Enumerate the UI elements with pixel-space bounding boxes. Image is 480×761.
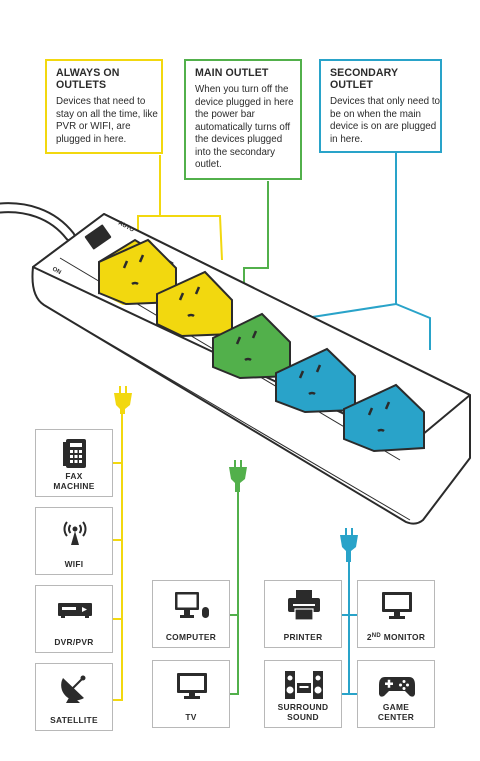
always-on-callout: ALWAYS ON OUTLETS Devices that need to s… (45, 59, 163, 154)
computer-box: COMPUTER (152, 580, 230, 648)
always-on-outlet-1 (98, 238, 177, 306)
power-bar-edge (43, 304, 411, 521)
dvr-pvr-box: DVR/PVR (35, 585, 113, 653)
tv-icon (171, 667, 213, 703)
satellite-box: SATELLITE (35, 663, 113, 731)
game-label-line2: CENTER (377, 712, 415, 722)
wifi-icon (54, 514, 96, 550)
secondary-title-line1: SECONDARY (330, 67, 399, 79)
blue-plug (340, 528, 358, 562)
fax-machine-box: FAX MACHINE (35, 429, 113, 497)
always-on-outlet-2 (156, 270, 233, 338)
game-label-line1: GAME (382, 702, 410, 712)
printer-box: PRINTER (264, 580, 342, 648)
printer-icon (283, 587, 325, 623)
fax-label-line1: FAX (65, 471, 83, 481)
fax-label-line2: MACHINE (53, 481, 95, 491)
monitor-label-superscript: ND (371, 633, 382, 639)
wifi-label: WIFI (64, 559, 84, 569)
secondary-outlet-callout: SECONDARY OUTLET Devices that only need … (319, 59, 442, 153)
speaker-system-icon (283, 667, 325, 703)
always-on-title-line1: ALWAYS ON (56, 67, 120, 79)
printer-label: PRINTER (283, 632, 323, 642)
tv-label: TV (185, 712, 197, 722)
main-outlet-body: When you turn off the device plugged in … (195, 84, 294, 170)
satellite-dish-icon (54, 670, 96, 706)
always-on-title: ALWAYS ON OUTLETS (56, 67, 161, 91)
always-on-body: Devices that need to stay on all the tim… (56, 96, 158, 145)
secondary-title-line2: OUTLET (330, 79, 373, 91)
surround-label-line2: SOUND (287, 712, 319, 722)
yellow-connector-to-outlet (160, 215, 223, 261)
always-on-title-line2: OUTLETS (56, 79, 107, 91)
monitor-label-rest: MONITOR (381, 632, 426, 642)
dvr-pvr-label: DVR/PVR (54, 637, 94, 647)
second-monitor-label: 2ND MONITOR (358, 632, 434, 642)
second-monitor-box: 2ND MONITOR (357, 580, 435, 648)
yellow-callout-connector (137, 155, 161, 232)
wifi-box: WIFI (35, 507, 113, 575)
green-plug (229, 460, 247, 492)
computer-icon (171, 587, 213, 623)
fax-machine-icon (54, 436, 96, 472)
game-center-box: GAME CENTER (357, 660, 435, 728)
surround-sound-label: SURROUND SOUND (265, 702, 341, 722)
yellow-plug (114, 386, 132, 414)
surround-label-line1: SURROUND (277, 702, 329, 712)
blue-callout-connector (305, 153, 397, 340)
monitor-label-prefix: 2 (366, 632, 372, 642)
secondary-outlet-title: SECONDARY OUTLET (330, 67, 440, 91)
outlets (98, 238, 425, 453)
power-switch (84, 224, 112, 250)
game-controller-icon (376, 667, 418, 703)
switch-label-on: ON (51, 266, 62, 276)
game-center-label: GAME CENTER (358, 702, 434, 722)
green-wire (230, 490, 239, 695)
monitor-icon (376, 587, 418, 623)
surround-sound-box: SURROUND SOUND (264, 660, 342, 728)
dvr-icon (54, 592, 96, 628)
secondary-outlet-2 (343, 383, 425, 453)
yellow-wire (112, 410, 123, 701)
fax-machine-label: FAX MACHINE (36, 471, 112, 491)
secondary-outlet-body: Devices that only need to be on when the… (330, 96, 441, 145)
main-outlet-callout: MAIN OUTLET When you turn off the device… (184, 59, 302, 180)
satellite-label: SATELLITE (50, 715, 98, 725)
blue-connector-branch (395, 303, 431, 350)
tv-box: TV (152, 660, 230, 728)
main-outlet-title: MAIN OUTLET (195, 67, 269, 79)
computer-label: COMPUTER (165, 632, 217, 642)
power-cord (0, 202, 76, 242)
